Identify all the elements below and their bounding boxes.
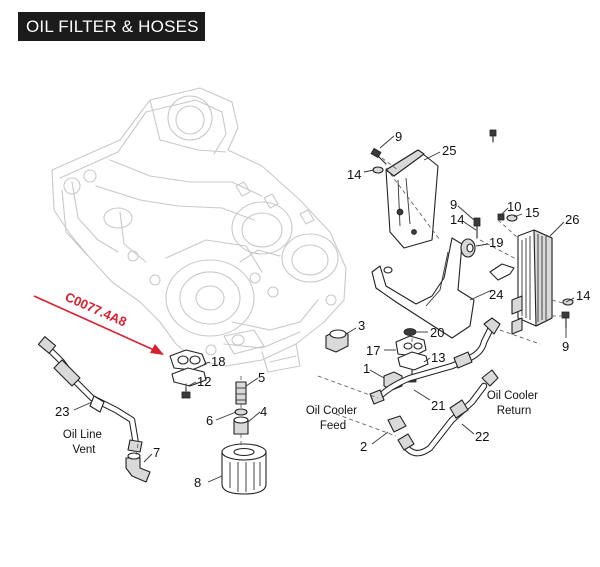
callout-14: 14 [576,288,590,303]
oil-filter-8 [221,443,267,495]
label-oil-cooler-feed-line2: Feed [320,420,346,432]
bolt-9-bottom [561,311,570,329]
assembly-lines [135,157,567,457]
engine-crankcase-illustration [51,87,347,373]
label-oil-cooler-return-line2: Return [497,405,532,417]
callout-2: 2 [360,439,367,454]
seal-washer-6 [234,408,248,416]
oil-cooler-feed-hose-21 [369,317,501,405]
descriptive-labels: Oil Line Vent Oil Cooler Feed Oil Cooler… [63,390,541,456]
callout-19: 19 [489,235,503,250]
washer-15 [506,214,518,222]
callout-14: 14 [347,167,361,182]
callout-18: 18 [211,354,225,369]
callout-26: 26 [565,212,579,227]
callout-9: 9 [450,197,457,212]
callout-7: 7 [153,445,160,460]
callout-5: 5 [258,370,265,385]
bolt-10 [489,129,505,221]
callout-8: 8 [194,475,201,490]
cooler-bracket-24 [371,237,475,339]
label-oil-cooler-return-line1: Oil Cooler [487,390,538,402]
callout-9: 9 [562,339,569,354]
filter-adapter-4 [233,416,249,435]
callout-15: 15 [525,205,539,220]
grommet-19 [460,238,476,258]
adapter-stud-5 [235,381,247,405]
label-oil-cooler-feed-line1: Oil Cooler [306,405,357,417]
page-title: OIL FILTER & HOSES [18,12,205,41]
label-oil-line-vent-line2: Vent [72,444,96,456]
oil-pressure-switch-3 [325,329,349,353]
label-oil-cooler-return: Oil Cooler Return [487,390,541,417]
bolt-9-top [370,147,387,165]
callout-20: 20 [430,325,444,340]
hose-clamp-18 [169,349,207,387]
oil-cooler-return-hose-22 [397,369,499,457]
oil-line-vent-hose [37,336,143,453]
callout-24: 24 [489,287,503,302]
hose-clamp-17 [395,335,429,371]
callout-6: 6 [206,413,213,428]
callout-numbers: 9 25 14 9 10 15 26 14 19 24 14 9 3 20 17… [55,129,590,490]
callout-21: 21 [431,398,445,413]
callout-22: 22 [475,429,489,444]
banjo-fitting-2 [387,415,407,433]
vent-elbow-fitting [125,452,151,483]
callout-1: 1 [363,361,370,376]
label-oil-cooler-feed: Oil Cooler Feed [306,405,360,432]
washer-14-top [372,166,384,174]
callout-17: 17 [366,343,380,358]
leader-lines [73,135,575,483]
callout-23: 23 [55,404,69,419]
callout-13: 13 [431,350,445,365]
oil-cooler-26 [511,229,553,335]
callout-25: 25 [442,143,456,158]
bolt-9-mid [473,217,481,239]
grommet-20 [403,328,417,336]
callout-3: 3 [358,318,365,333]
callout-4: 4 [260,404,267,419]
callout-9: 9 [395,129,402,144]
label-oil-line-vent-line1: Oil Line [63,429,102,441]
callout-10: 10 [507,199,521,214]
callout-14: 14 [450,212,464,227]
heat-shield-25 [385,149,439,249]
clip-bracket [489,263,515,281]
label-oil-line-vent: Oil Line Vent [63,429,105,456]
callout-12: 12 [197,374,211,389]
washer-14-right [562,298,574,306]
